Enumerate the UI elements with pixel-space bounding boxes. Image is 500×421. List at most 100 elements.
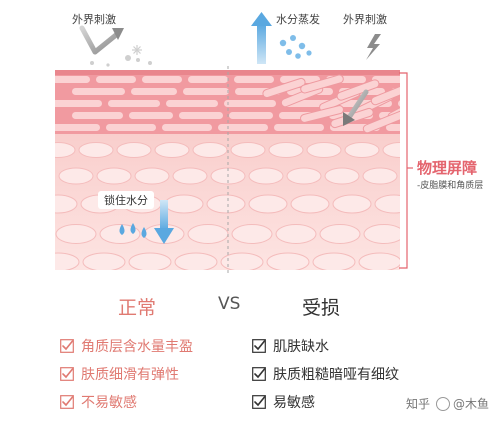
corneum-cell xyxy=(398,100,400,107)
corneum-cell xyxy=(72,112,123,119)
cell xyxy=(312,252,356,270)
cell xyxy=(230,142,266,158)
corneum-cell xyxy=(218,124,268,131)
lifted-flake xyxy=(300,105,344,123)
lifted-flake xyxy=(370,82,400,106)
cell xyxy=(55,142,76,158)
cell xyxy=(164,194,204,214)
corneum-cell xyxy=(106,124,156,131)
damaged-flakes xyxy=(262,74,400,134)
cell xyxy=(206,194,246,214)
sparkle-icon xyxy=(132,45,142,55)
normal-item: 角质层含水量丰盈 xyxy=(60,336,193,356)
normal-item: 肤质细滑有弹性 xyxy=(60,364,179,384)
cell xyxy=(358,252,400,270)
damaged-item: 易敏感 xyxy=(252,392,315,412)
cell xyxy=(116,142,152,158)
cell xyxy=(248,167,284,185)
cell xyxy=(332,194,372,214)
cell xyxy=(220,252,264,270)
damaged-item-label: 肤质粗糙暗哑有细纹 xyxy=(273,367,399,383)
cell xyxy=(154,142,190,158)
damaged-title: 受损 xyxy=(302,297,341,319)
cell xyxy=(55,224,97,244)
normal-item: 不易敏感 xyxy=(60,392,137,412)
watermark-platform: 知乎 xyxy=(406,397,431,411)
checkbox-check-icon xyxy=(60,367,74,381)
stimulus-deflect-arrow-icon xyxy=(79,25,124,55)
cell xyxy=(192,142,228,158)
corneum-cell xyxy=(55,76,90,83)
dust-particles xyxy=(90,55,152,67)
corneum-cell xyxy=(234,76,274,83)
corneum-cell xyxy=(274,124,324,131)
barrier-subtitle: -皮脂膜和角质层 xyxy=(417,181,484,191)
normal-title: 正常 xyxy=(118,297,157,319)
corneum-cells xyxy=(55,76,400,131)
cell xyxy=(286,167,322,185)
checkbox-check-icon xyxy=(60,395,74,409)
corneum-cell xyxy=(55,124,100,131)
corneum-cell xyxy=(224,100,276,107)
avatar-icon xyxy=(436,396,451,411)
cell xyxy=(374,194,400,214)
corneum-cell xyxy=(183,88,229,95)
checkbox-check-icon xyxy=(252,367,266,381)
water-droplets-icon xyxy=(279,35,312,59)
watermark: 知乎 @ 木鱼 xyxy=(406,395,489,412)
checkbox-check-icon xyxy=(252,395,266,409)
water-evaporation-arrow-icon xyxy=(251,12,272,64)
corneum-cell xyxy=(188,76,228,83)
cell xyxy=(174,252,218,270)
external-stimulus-right-label: 外界刺激 xyxy=(343,13,387,26)
vs-label: VS xyxy=(218,294,241,314)
corneum-cell xyxy=(162,124,212,131)
water-evaporation-label: 水分蒸发 xyxy=(276,13,320,26)
cell xyxy=(96,167,132,185)
checkbox-check-icon xyxy=(252,339,266,353)
corneum-cell xyxy=(166,100,218,107)
lifted-flake xyxy=(262,77,306,99)
cell xyxy=(268,142,304,158)
lifted-flake xyxy=(336,79,380,101)
corneum-cell xyxy=(131,88,177,95)
locked-droplets-icon xyxy=(119,223,147,238)
cell xyxy=(55,194,78,214)
cell xyxy=(362,167,398,185)
corneum-cell xyxy=(72,88,125,95)
cell xyxy=(187,224,229,244)
cell xyxy=(382,142,400,158)
lifted-flake xyxy=(300,74,344,94)
external-stimulus-left-label: 外界刺激 xyxy=(72,13,116,26)
cell xyxy=(78,142,114,158)
cell xyxy=(248,194,288,214)
watermark-at: @ xyxy=(453,396,466,411)
cell xyxy=(231,224,273,244)
cell xyxy=(319,224,361,244)
cell xyxy=(128,252,172,270)
corneum-cell xyxy=(229,112,273,119)
cell xyxy=(134,167,170,185)
lightning-icon xyxy=(366,34,381,60)
cell xyxy=(275,224,317,244)
cell xyxy=(82,252,126,270)
corneum-cell xyxy=(179,112,223,119)
cell xyxy=(55,252,80,270)
cell xyxy=(290,194,330,214)
damaged-item: 肌肤缺水 xyxy=(252,336,329,356)
cell xyxy=(172,167,208,185)
damaged-item-label: 易敏感 xyxy=(273,395,315,411)
cell xyxy=(344,142,380,158)
cell xyxy=(363,224,400,244)
skin-barrier-diagram xyxy=(55,12,413,276)
cell xyxy=(58,167,94,185)
checkbox-check-icon xyxy=(60,339,74,353)
lifted-flake xyxy=(362,110,400,134)
normal-item-label: 角质层含水量丰盈 xyxy=(81,339,193,355)
barrier-title: 物理屏障 xyxy=(417,159,478,177)
cell xyxy=(324,167,360,185)
corneum-cell xyxy=(55,100,102,107)
watermark-author: 木鱼 xyxy=(465,397,490,411)
corneum-cell xyxy=(129,112,173,119)
lock-water-arrow-icon xyxy=(154,200,174,244)
